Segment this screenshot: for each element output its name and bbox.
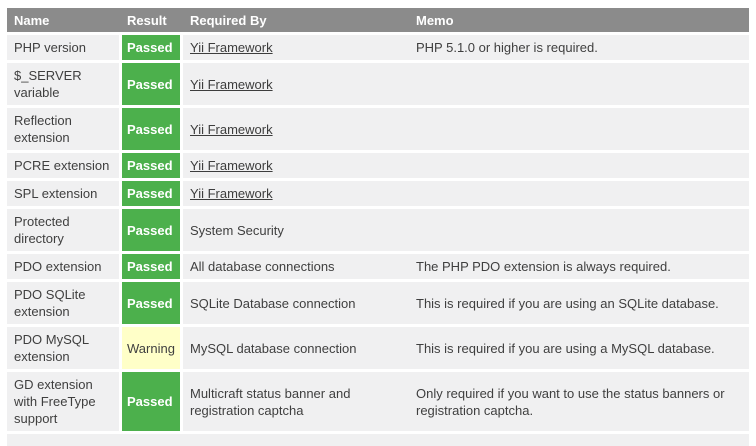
required-by-link[interactable]: Yii Framework (190, 40, 273, 55)
memo-text: This is required if you are using an SQL… (409, 282, 749, 324)
requirement-name: Reflection extension (7, 108, 119, 150)
table-row: Reflection extension Passed Yii Framewor… (7, 108, 749, 150)
required-by-cell: Yii Framework (183, 153, 409, 178)
column-header-required-by: Required By (183, 8, 409, 32)
result-status-cell: Passed (119, 181, 183, 206)
memo-text (409, 63, 749, 105)
requirement-name: PDO extension (7, 254, 119, 279)
required-by-cell: MySQL database connection (183, 327, 409, 369)
table-row: SPL extension Passed Yii Framework (7, 181, 749, 206)
table-row: Protected directory Passed System Securi… (7, 209, 749, 251)
table-header-row: Name Result Required By Memo (7, 8, 749, 32)
partial-next-row (7, 434, 749, 446)
memo-text (409, 108, 749, 150)
requirements-table: Name Result Required By Memo PHP version… (7, 5, 749, 434)
memo-text: Only required if you want to use the sta… (409, 372, 749, 431)
memo-text (409, 209, 749, 251)
table-row: PDO MySQL extension Warning MySQL databa… (7, 327, 749, 369)
required-by-link[interactable]: Yii Framework (190, 186, 273, 201)
column-header-memo: Memo (409, 8, 749, 32)
required-by-cell: Yii Framework (183, 108, 409, 150)
memo-text: The PHP PDO extension is always required… (409, 254, 749, 279)
table-row: PHP version Passed Yii Framework PHP 5.1… (7, 35, 749, 60)
result-status-cell: Passed (119, 108, 183, 150)
memo-text (409, 153, 749, 178)
result-status-cell: Passed (119, 372, 183, 431)
result-status-cell: Warning (119, 327, 183, 369)
memo-text: PHP 5.1.0 or higher is required. (409, 35, 749, 60)
column-header-result: Result (119, 8, 183, 32)
requirement-name: GD extension with FreeType support (7, 372, 119, 431)
table-row: PDO SQLite extension Passed SQLite Datab… (7, 282, 749, 324)
requirement-name: Protected directory (7, 209, 119, 251)
required-by-cell: All database connections (183, 254, 409, 279)
required-by-cell: Yii Framework (183, 181, 409, 206)
required-by-link[interactable]: Yii Framework (190, 76, 273, 92)
result-status-cell: Passed (119, 282, 183, 324)
required-by-cell: System Security (183, 209, 409, 251)
result-status-cell: Passed (119, 153, 183, 178)
table-row: $_SERVER variable Passed Yii Framework (7, 63, 749, 105)
column-header-name: Name (7, 8, 119, 32)
required-by-link[interactable]: Yii Framework (190, 121, 273, 137)
requirement-name: PDO SQLite extension (7, 282, 119, 324)
result-status-cell: Passed (119, 209, 183, 251)
memo-text (409, 181, 749, 206)
requirement-name: PDO MySQL extension (7, 327, 119, 369)
required-by-link[interactable]: Yii Framework (190, 158, 273, 173)
required-by-cell: Yii Framework (183, 63, 409, 105)
table-row: PDO extension Passed All database connec… (7, 254, 749, 279)
required-by-cell: Yii Framework (183, 35, 409, 60)
required-by-cell: SQLite Database connection (183, 282, 409, 324)
table-row: PCRE extension Passed Yii Framework (7, 153, 749, 178)
table-row: GD extension with FreeType support Passe… (7, 372, 749, 431)
requirement-name: SPL extension (7, 181, 119, 206)
required-by-cell: Multicraft status banner and registratio… (183, 372, 409, 431)
requirement-name: $_SERVER variable (7, 63, 119, 105)
result-status-cell: Passed (119, 35, 183, 60)
result-status-cell: Passed (119, 254, 183, 279)
result-status-cell: Passed (119, 63, 183, 105)
requirement-name: PCRE extension (7, 153, 119, 178)
memo-text: This is required if you are using a MySQ… (409, 327, 749, 369)
requirement-name: PHP version (7, 35, 119, 60)
